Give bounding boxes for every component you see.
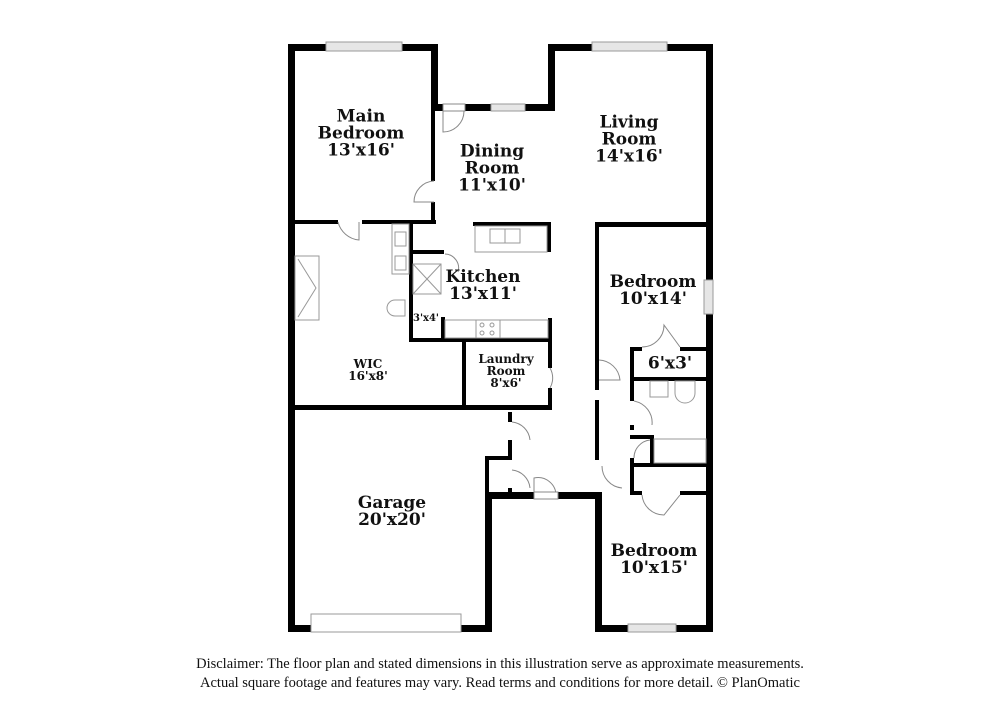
room-label-laundry-room: Laundry Room 8'x6' xyxy=(478,353,533,389)
room-label-wic: WIC 16'x8' xyxy=(348,358,388,382)
room-label-closet-3x4: 3'x4' xyxy=(413,314,439,324)
room-name: Room xyxy=(486,364,526,378)
doors xyxy=(337,103,681,516)
hall-bath-sink xyxy=(649,380,669,398)
vanity xyxy=(391,223,410,275)
room-label-closet-6x3: 6'x3' xyxy=(647,353,693,374)
windows xyxy=(310,41,714,633)
room-dimensions: 16'x8' xyxy=(348,369,388,383)
window-living xyxy=(591,41,668,52)
room-name: Bedroom xyxy=(609,272,697,292)
room-dimensions: 10'x14' xyxy=(619,289,687,309)
room-dimensions: 6'x3' xyxy=(647,353,693,374)
room-name: Bedroom xyxy=(317,123,405,144)
garage-door xyxy=(310,613,462,633)
room-dimensions: 20'x20' xyxy=(358,510,426,530)
window-main-bedroom xyxy=(325,41,403,52)
room-label-dining-room: Dining Room 11'x10' xyxy=(458,141,526,196)
room-name: Kitchen xyxy=(445,267,521,287)
room-name: WIC xyxy=(353,357,383,371)
room-dimensions: 10'x15' xyxy=(620,558,688,578)
room-name: Main xyxy=(336,106,386,127)
room-dimensions: 11'x10' xyxy=(458,175,526,196)
room-label-bedroom-2: Bedroom 10'x14' xyxy=(610,274,697,308)
window-dining xyxy=(490,103,526,112)
bathtub-hall xyxy=(653,438,707,464)
room-dimensions: 13'x16' xyxy=(327,140,395,161)
kitchen-counter xyxy=(444,319,549,339)
room-name: Laundry xyxy=(478,352,534,366)
disclaimer-line-2: Actual square footage and features may v… xyxy=(200,675,800,691)
room-name: Room xyxy=(464,158,520,179)
stove xyxy=(475,319,501,339)
room-label-kitchen: Kitchen 13'x11' xyxy=(446,269,521,303)
fixtures xyxy=(294,223,707,464)
room-label-main-bedroom: Main Bedroom 13'x16' xyxy=(317,106,405,161)
toilet-hall xyxy=(674,380,696,404)
room-dimensions: 8'x6' xyxy=(490,376,522,390)
toilet-main xyxy=(386,299,406,317)
shower-stall xyxy=(412,263,442,295)
room-label-living-room: Living Room 14'x16' xyxy=(595,112,663,167)
room-label-garage: Garage 20'x20' xyxy=(358,495,426,529)
room-name: Dining xyxy=(459,141,525,162)
room-name: Room xyxy=(601,129,657,150)
kitchen-island xyxy=(474,225,548,253)
room-dimensions: 13'x11' xyxy=(449,284,517,304)
room-dimensions: 14'x16' xyxy=(595,146,663,167)
window-bedroom-2 xyxy=(703,279,714,315)
room-name: Bedroom xyxy=(610,541,698,561)
room-name: Living xyxy=(599,112,659,133)
tub-main xyxy=(294,255,320,321)
room-name: Garage xyxy=(357,493,427,513)
window-bedroom-3 xyxy=(627,623,677,633)
disclaimer: Disclaimer: The floor plan and stated di… xyxy=(0,655,1000,693)
room-label-bedroom-3: Bedroom 10'x15' xyxy=(611,543,698,577)
disclaimer-line-1: Disclaimer: The floor plan and stated di… xyxy=(196,656,804,672)
room-dimensions: 3'x4' xyxy=(412,313,440,324)
